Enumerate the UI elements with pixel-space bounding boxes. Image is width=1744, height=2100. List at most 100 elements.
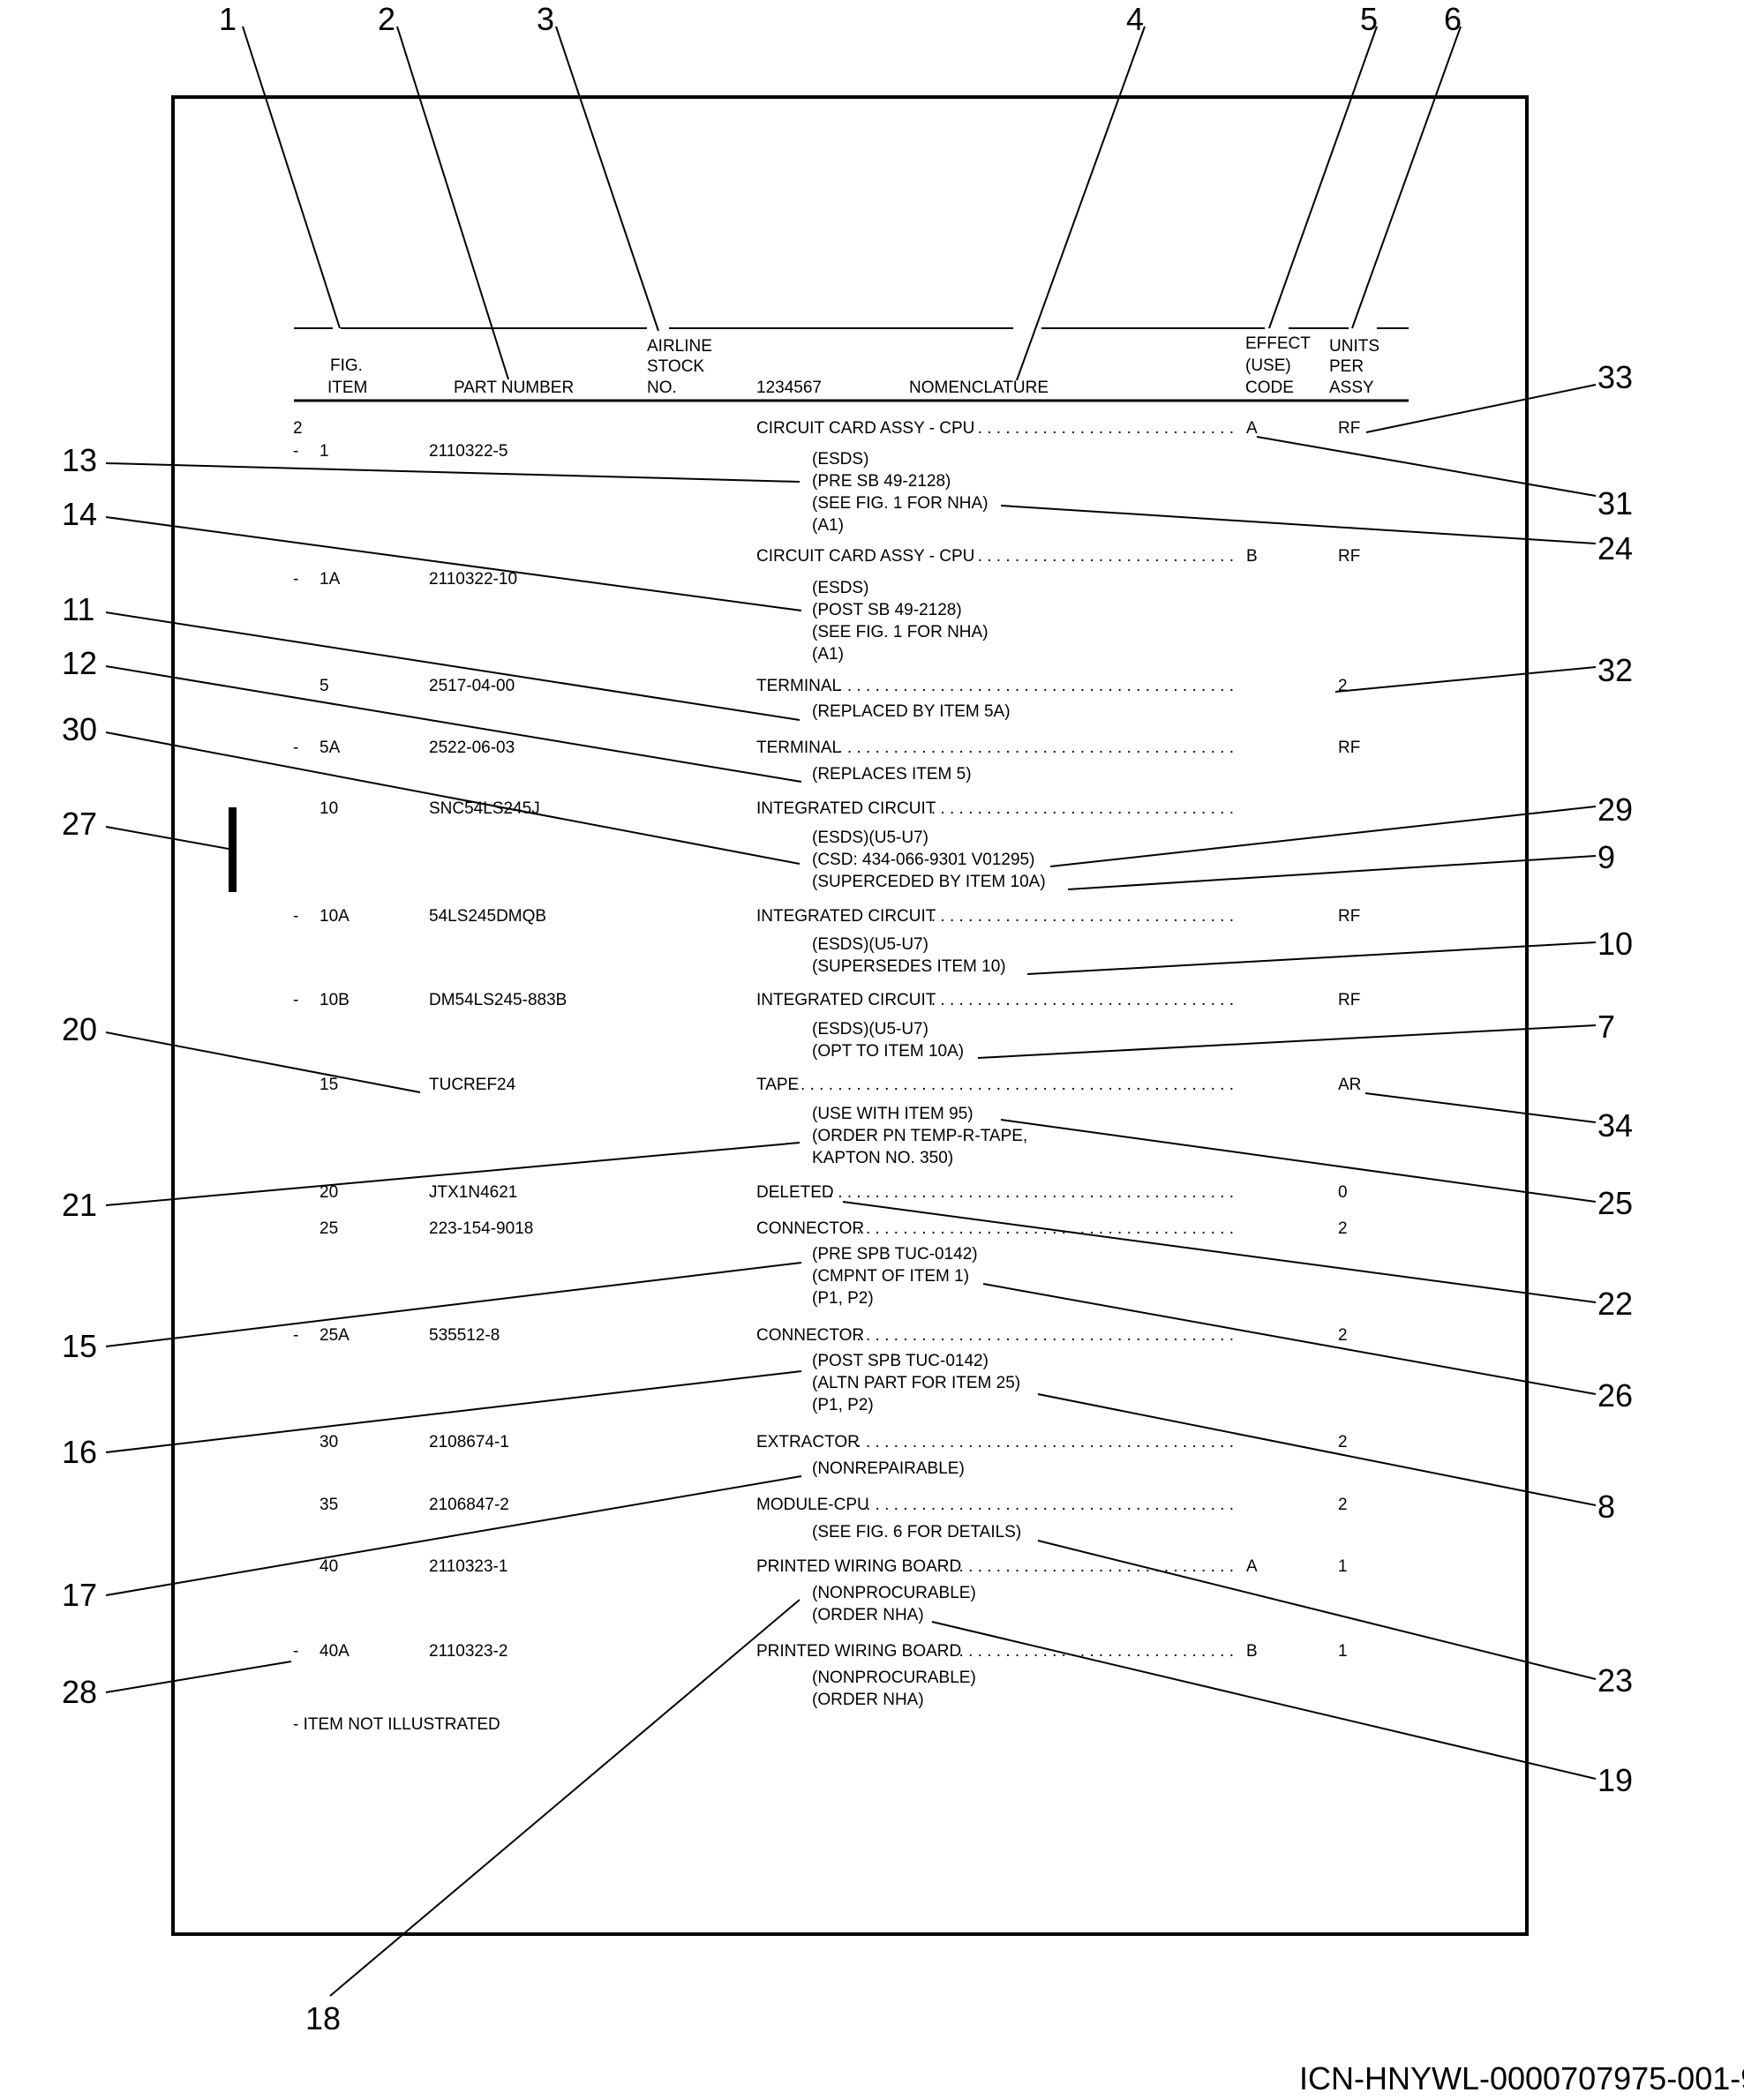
callout-20: 20 bbox=[62, 1011, 97, 1047]
row-dot-leader: . . . . . . . . . . . . . . . . . . . . … bbox=[931, 907, 1234, 926]
column-headers: FIG. ITEM PART NUMBER AIRLINE STOCK NO. … bbox=[327, 334, 1379, 397]
note-line: (SUPERCEDED BY ITEM 10A) bbox=[812, 873, 1046, 891]
row-eff: B bbox=[1246, 1642, 1258, 1661]
row-item: 25 bbox=[319, 1219, 338, 1238]
revision-bar bbox=[229, 807, 237, 892]
row-item: 1A bbox=[319, 570, 341, 589]
row-units: 0 bbox=[1338, 1183, 1348, 1202]
row-part: TUCREF24 bbox=[429, 1076, 516, 1094]
row-part: 2517-04-00 bbox=[429, 677, 515, 695]
row-units: RF bbox=[1338, 419, 1360, 438]
note-line: (SEE FIG. 1 FOR NHA) bbox=[812, 623, 989, 641]
row-dot-leader: . . . . . . . . . . . . . . . . . . . . … bbox=[838, 677, 1234, 695]
row-units: RF bbox=[1338, 907, 1360, 926]
header-stock: STOCK bbox=[647, 357, 704, 376]
row-dash: - bbox=[293, 739, 298, 757]
note-line: (POST SB 49-2128) bbox=[812, 601, 962, 619]
row-units: 2 bbox=[1338, 1433, 1348, 1451]
note-line: (CSD: 434-066-9301 V01295) bbox=[812, 851, 1034, 869]
callout-12: 12 bbox=[62, 645, 97, 681]
figure-number: 2 bbox=[293, 419, 303, 438]
callout-5: 5 bbox=[1360, 1, 1378, 37]
row-nom: INTEGRATED CIRCUIT bbox=[756, 991, 936, 1009]
row-dash: - bbox=[293, 991, 298, 1009]
callout-2: 2 bbox=[378, 1, 395, 37]
row-dash: - bbox=[293, 907, 298, 926]
note-line: (P1, P2) bbox=[812, 1289, 874, 1308]
row-part: 2110322-10 bbox=[429, 570, 517, 589]
parts-notes: (ESDS) (PRE SB 49-2128) (SEE FIG. 1 FOR NH… bbox=[812, 450, 1046, 1709]
row-units: 2 bbox=[1338, 1326, 1348, 1345]
row-item: 40 bbox=[319, 1557, 338, 1576]
row-item: 25A bbox=[319, 1326, 350, 1345]
row-part: 54LS245DMQB bbox=[429, 907, 546, 926]
row-item: 20 bbox=[319, 1183, 338, 1202]
row-nom: INTEGRATED CIRCUIT bbox=[756, 799, 936, 818]
row-nom: CONNECTOR bbox=[756, 1219, 864, 1238]
note-line: (NONPROCURABLE) bbox=[812, 1584, 976, 1602]
row-nom: TERMINAL bbox=[756, 677, 841, 695]
row-units: 2 bbox=[1338, 1496, 1348, 1514]
note-line: (REPLACED BY ITEM 5A) bbox=[812, 702, 1011, 721]
header-nomenclature: NOMENCLATURE bbox=[909, 379, 1049, 397]
callout-16: 16 bbox=[62, 1434, 97, 1470]
callout-19: 19 bbox=[1597, 1762, 1633, 1798]
row-item: 5 bbox=[319, 677, 329, 695]
note-line: (ORDER PN TEMP-R-TAPE, bbox=[812, 1127, 1027, 1145]
note-line: (ESDS) bbox=[812, 450, 868, 469]
note-line: (POST SPB TUC-0142) bbox=[812, 1352, 989, 1370]
row-units: AR bbox=[1338, 1076, 1361, 1094]
icn-number: ICN-HNYWL-0000707975-001-99 bbox=[1299, 2060, 1744, 2096]
callout-6: 6 bbox=[1444, 1, 1462, 37]
row-item: 10B bbox=[319, 991, 350, 1009]
note-line: (SEE FIG. 6 FOR DETAILS) bbox=[812, 1523, 1021, 1541]
note-line: (PRE SB 49-2128) bbox=[812, 472, 951, 491]
note-line: (ESDS) bbox=[812, 579, 868, 597]
row-dash: - bbox=[293, 1326, 298, 1345]
note-line: (CMPNT OF ITEM 1) bbox=[812, 1267, 969, 1286]
callout-10: 10 bbox=[1597, 926, 1633, 962]
callout-21: 21 bbox=[62, 1187, 97, 1223]
callout-3: 3 bbox=[537, 1, 554, 37]
row-units: RF bbox=[1338, 991, 1360, 1009]
row-nom: MODULE-CPU bbox=[756, 1496, 869, 1514]
row-item: 5A bbox=[319, 739, 341, 757]
callouts: 1 2 3 4 5 6 33 13 31 14 24 11 32 12 30 2… bbox=[62, 1, 1633, 2036]
row-nom: CONNECTOR bbox=[756, 1326, 864, 1345]
row-eff: A bbox=[1246, 419, 1258, 438]
row-part: 2522-06-03 bbox=[429, 739, 515, 757]
callout-17: 17 bbox=[62, 1577, 97, 1613]
row-part: 2110323-1 bbox=[429, 1557, 507, 1576]
note-line: (REPLACES ITEM 5) bbox=[812, 765, 972, 784]
row-dash: - bbox=[293, 442, 298, 461]
note-line: (ESDS)(U5-U7) bbox=[812, 1020, 928, 1039]
callout-30: 30 bbox=[62, 711, 97, 747]
row-dot-leader: . . . . . . . . . . . . . . . . . . . . … bbox=[829, 1183, 1234, 1202]
callout-29: 29 bbox=[1597, 791, 1633, 828]
row-part: DM54LS245-883B bbox=[429, 991, 567, 1009]
row-part: 535512-8 bbox=[429, 1326, 500, 1345]
row-dot-leader: . . . . . . . . . . . . . . . . . . . . … bbox=[856, 1433, 1234, 1451]
row-dot-leader: . . . . . . . . . . . . . . . . . . . . … bbox=[856, 1326, 1234, 1345]
row-dot-leader: . . . . . . . . . . . . . . . . . . . . … bbox=[959, 1557, 1234, 1576]
row-dot-leader: . . . . . . . . . . . . . . . . . . . . … bbox=[931, 799, 1234, 818]
header-per: PER bbox=[1329, 357, 1364, 376]
callout-27: 27 bbox=[62, 806, 97, 842]
row-nom: PRINTED WIRING BOARD bbox=[756, 1557, 961, 1576]
note-line: (ALTN PART FOR ITEM 25) bbox=[812, 1374, 1020, 1392]
row-part: 2108674-1 bbox=[429, 1433, 509, 1451]
note-line: (A1) bbox=[812, 645, 844, 664]
row-part: 2110323-2 bbox=[429, 1642, 507, 1661]
row-dot-leader: . . . . . . . . . . . . . . . . . . . . … bbox=[978, 547, 1234, 566]
row-dot-leader: . . . . . . . . . . . . . . . . . . . . … bbox=[931, 991, 1234, 1009]
row-nom: CIRCUIT CARD ASSY - CPU bbox=[756, 419, 974, 438]
callout-14: 14 bbox=[62, 496, 97, 532]
header-units: UNITS bbox=[1329, 337, 1379, 356]
row-dot-leader: . . . . . . . . . . . . . . . . . . . . … bbox=[866, 1496, 1234, 1514]
header-item: ITEM bbox=[327, 379, 367, 397]
note-line: (A1) bbox=[812, 516, 844, 535]
callout-32: 32 bbox=[1597, 652, 1633, 688]
header-use: (USE) bbox=[1245, 356, 1291, 375]
